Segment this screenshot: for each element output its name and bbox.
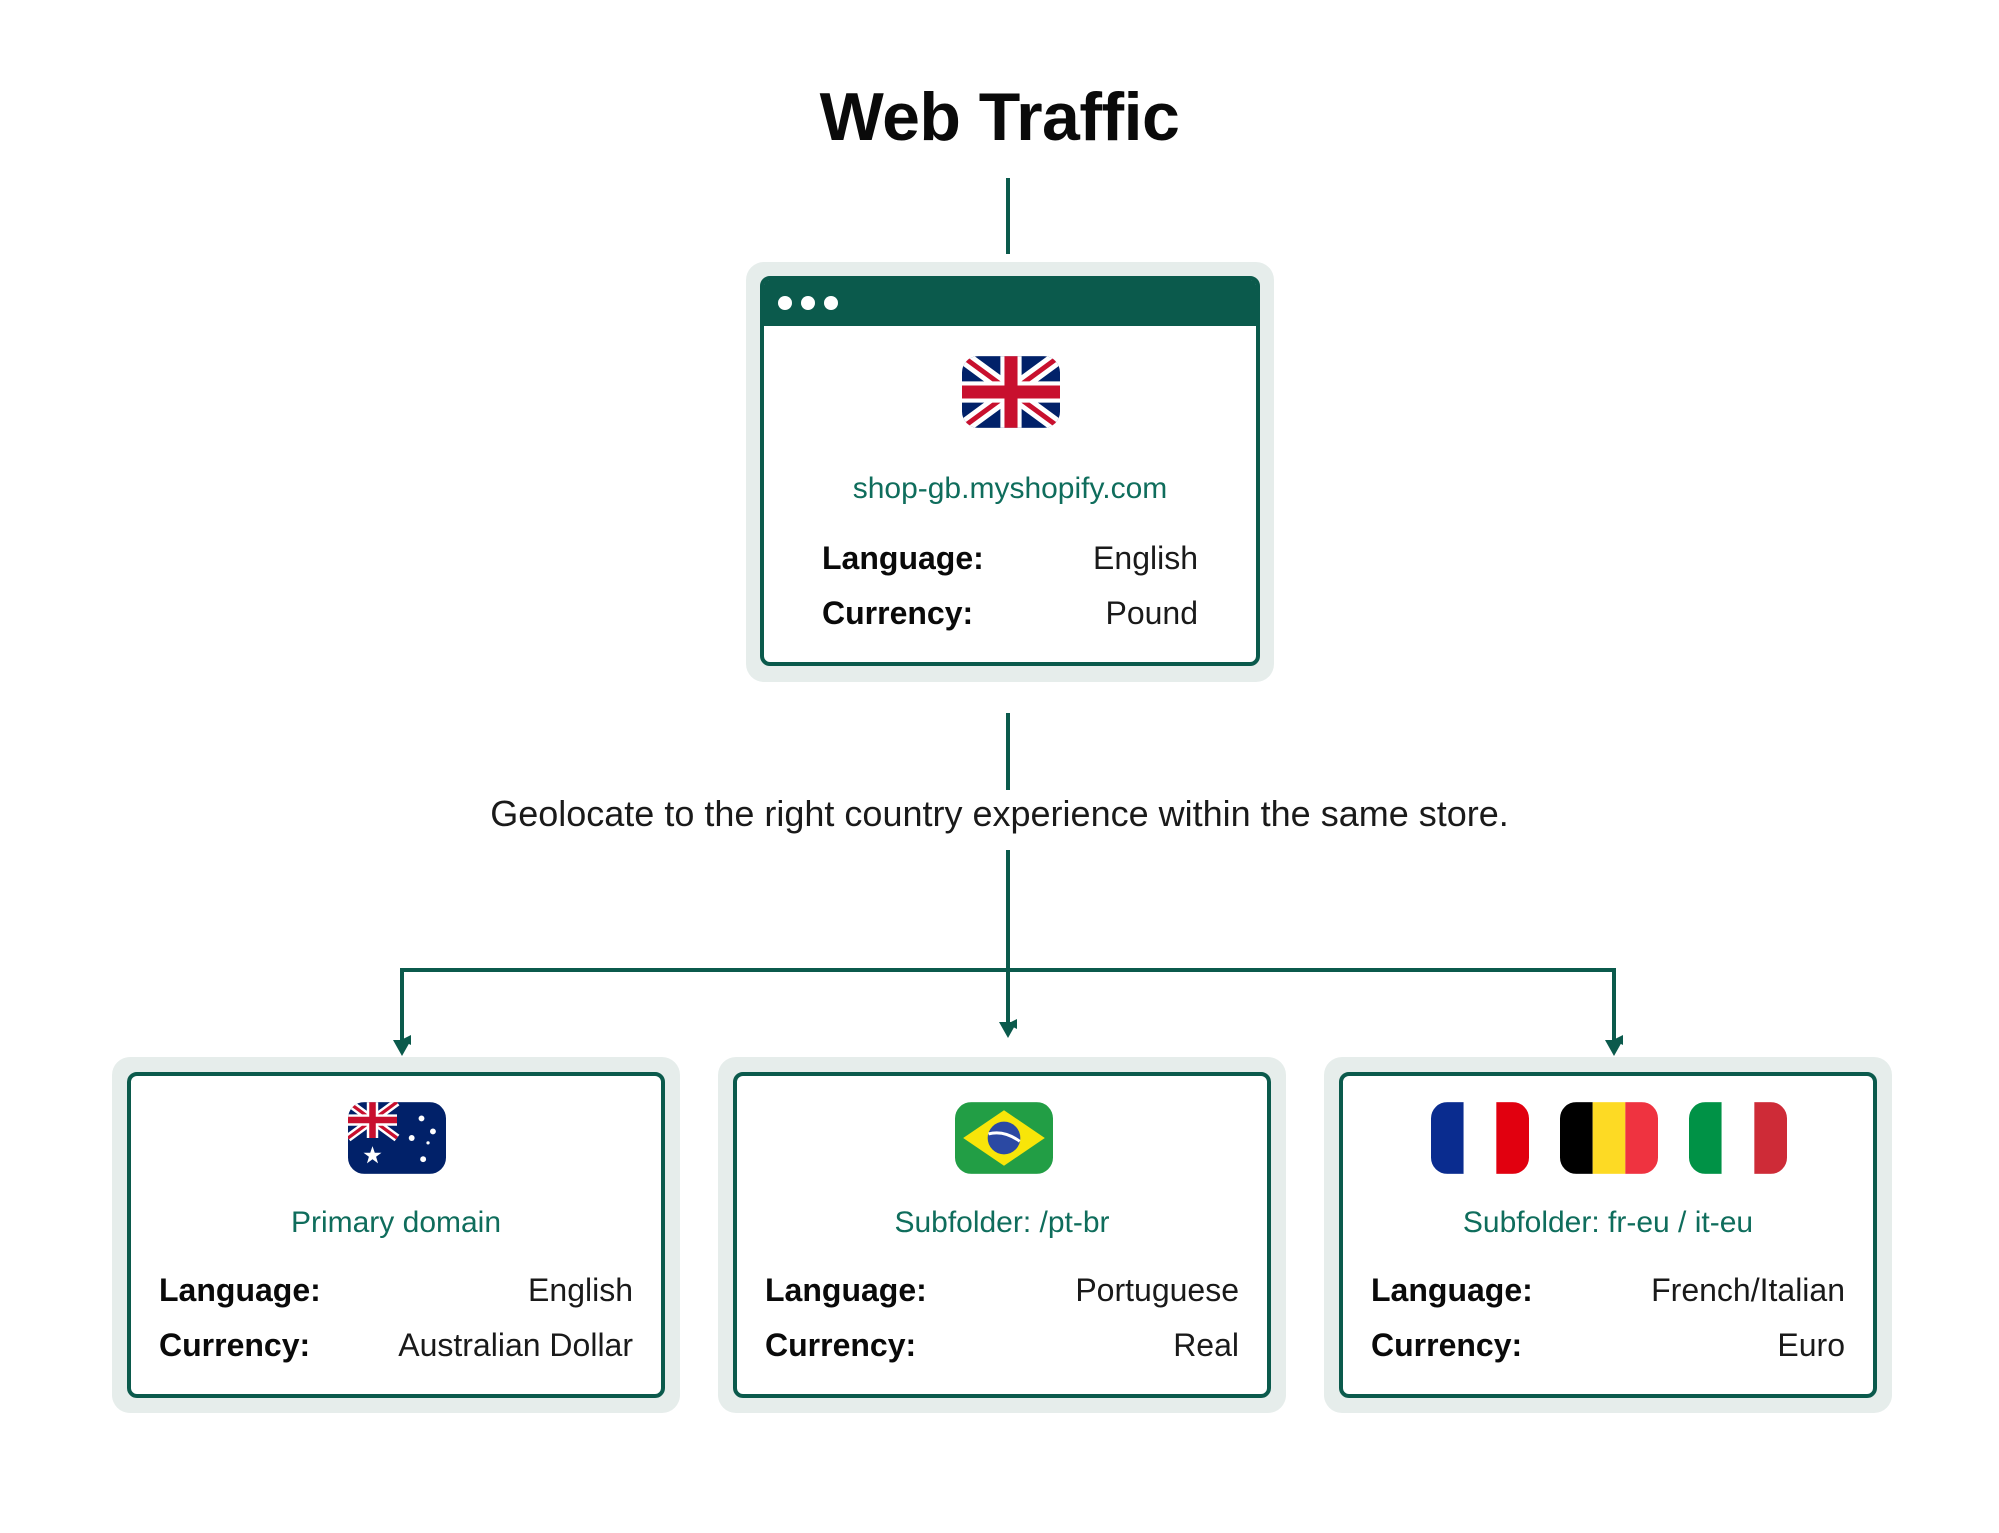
currency-label: Currency: [765, 1327, 917, 1363]
australia-card: Primary domain Language: English Currenc… [127, 1072, 665, 1398]
card-heading: Primary domain [290, 1206, 502, 1239]
currency-value: Australian Dollar [398, 1327, 633, 1363]
geolocate-caption: Geolocate to the right country experienc… [490, 793, 1509, 834]
italy-flag-icon [1689, 1102, 1787, 1174]
brazil-flag-icon [955, 1102, 1053, 1174]
language-row: Language: English [159, 1272, 633, 1312]
currency-value: Pound [1105, 595, 1198, 631]
card-heading: Subfolder: fr-eu / it-eu [1462, 1206, 1754, 1239]
language-value: French/Italian [1651, 1272, 1845, 1308]
arrowhead-center [999, 1022, 1017, 1038]
currency-label: Currency: [1371, 1327, 1523, 1363]
eu-card: Subfolder: fr-eu / it-eu Language: Frenc… [1339, 1072, 1877, 1398]
language-value: Portuguese [1075, 1272, 1239, 1308]
brazil-card: Subfolder: /pt-br Language: Portuguese C… [733, 1072, 1271, 1398]
diagram-title: Web Traffic [819, 79, 1180, 155]
currency-row: Currency: Real [765, 1327, 1239, 1367]
window-dot-icon [824, 296, 838, 310]
language-label: Language: [765, 1272, 927, 1308]
browser-title-bar [764, 280, 1256, 326]
store-domain: shop-gb.myshopify.com [852, 472, 1168, 505]
window-dot-icon [778, 296, 792, 310]
currency-row: Currency: Euro [1371, 1327, 1845, 1367]
language-value: English [1093, 540, 1198, 576]
currency-value: Euro [1777, 1327, 1845, 1363]
language-row: Language: French/Italian [1371, 1272, 1845, 1312]
language-label: Language: [159, 1272, 321, 1308]
currency-row: Currency: Pound [822, 595, 1198, 635]
language-value: English [528, 1272, 633, 1308]
browser-window-card: shop-gb.myshopify.com Language: English … [760, 276, 1260, 666]
currency-label: Currency: [159, 1327, 311, 1363]
currency-row: Currency: Australian Dollar [159, 1327, 633, 1367]
language-label: Language: [822, 540, 984, 576]
france-flag-icon [1431, 1102, 1529, 1174]
card-heading: Subfolder: /pt-br [894, 1206, 1110, 1239]
language-label: Language: [1371, 1272, 1533, 1308]
belgium-flag-icon [1560, 1102, 1658, 1174]
currency-label: Currency: [822, 595, 974, 631]
arrowhead-right [1605, 1040, 1623, 1056]
language-row: Language: Portuguese [765, 1272, 1239, 1312]
currency-value: Real [1173, 1327, 1239, 1363]
arrowhead-left [393, 1040, 411, 1056]
language-row: Language: English [822, 540, 1198, 580]
australia-flag-icon [348, 1102, 446, 1174]
united-kingdom-flag-icon [962, 356, 1060, 428]
window-dot-icon [801, 296, 815, 310]
